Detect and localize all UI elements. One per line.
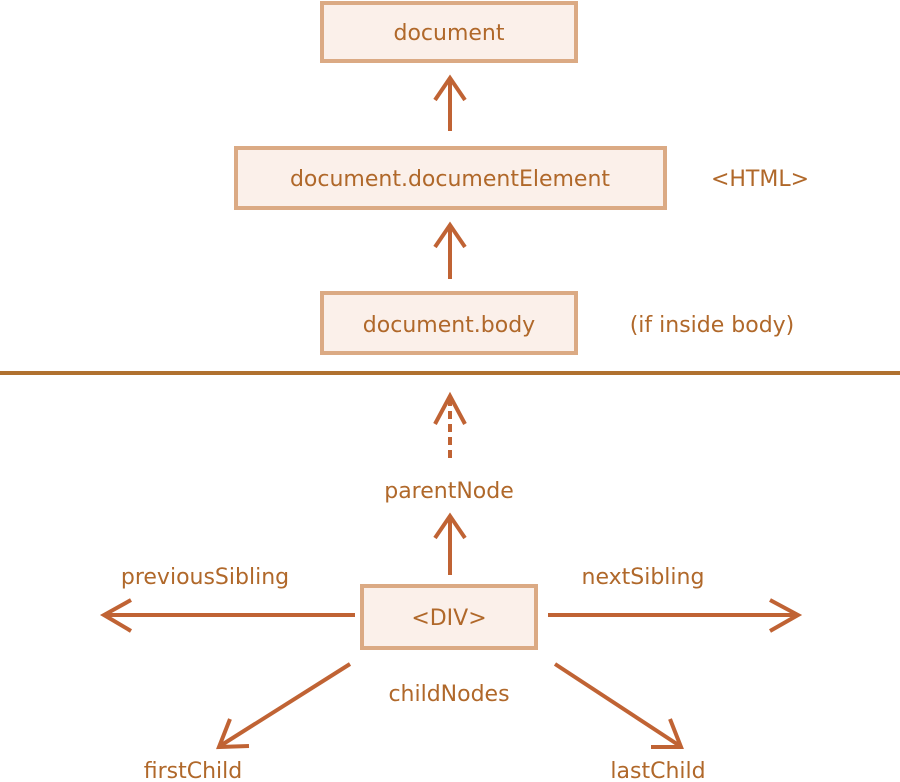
previous-sibling-label: previousSibling <box>121 565 289 590</box>
arrow-to-document-element <box>433 221 467 279</box>
node-document: document <box>320 1 578 63</box>
node-document-label: document <box>394 21 505 46</box>
node-div: <DIV> <box>360 584 538 650</box>
html-tag-note: <HTML> <box>711 167 809 192</box>
node-document-element-label: document.documentElement <box>290 167 610 192</box>
child-nodes-label: childNodes <box>388 682 509 707</box>
node-body: document.body <box>320 291 578 355</box>
parent-node-label: parentNode <box>384 479 514 504</box>
arrow-to-document <box>433 74 467 131</box>
node-body-label: document.body <box>363 313 535 338</box>
body-note: (if inside body) <box>630 313 795 338</box>
first-child-label: firstChild <box>144 759 242 782</box>
arrow-first-child <box>216 662 352 750</box>
arrow-last-child <box>553 662 684 749</box>
dashed-arrow-up <box>433 391 467 458</box>
arrow-previous-sibling <box>99 598 355 633</box>
arrow-next-sibling <box>548 598 803 633</box>
node-document-element: document.documentElement <box>234 146 667 210</box>
node-div-label: <DIV> <box>411 606 486 631</box>
arrow-parent-node <box>433 512 467 575</box>
next-sibling-label: nextSibling <box>582 565 705 590</box>
last-child-label: lastChild <box>610 759 705 782</box>
